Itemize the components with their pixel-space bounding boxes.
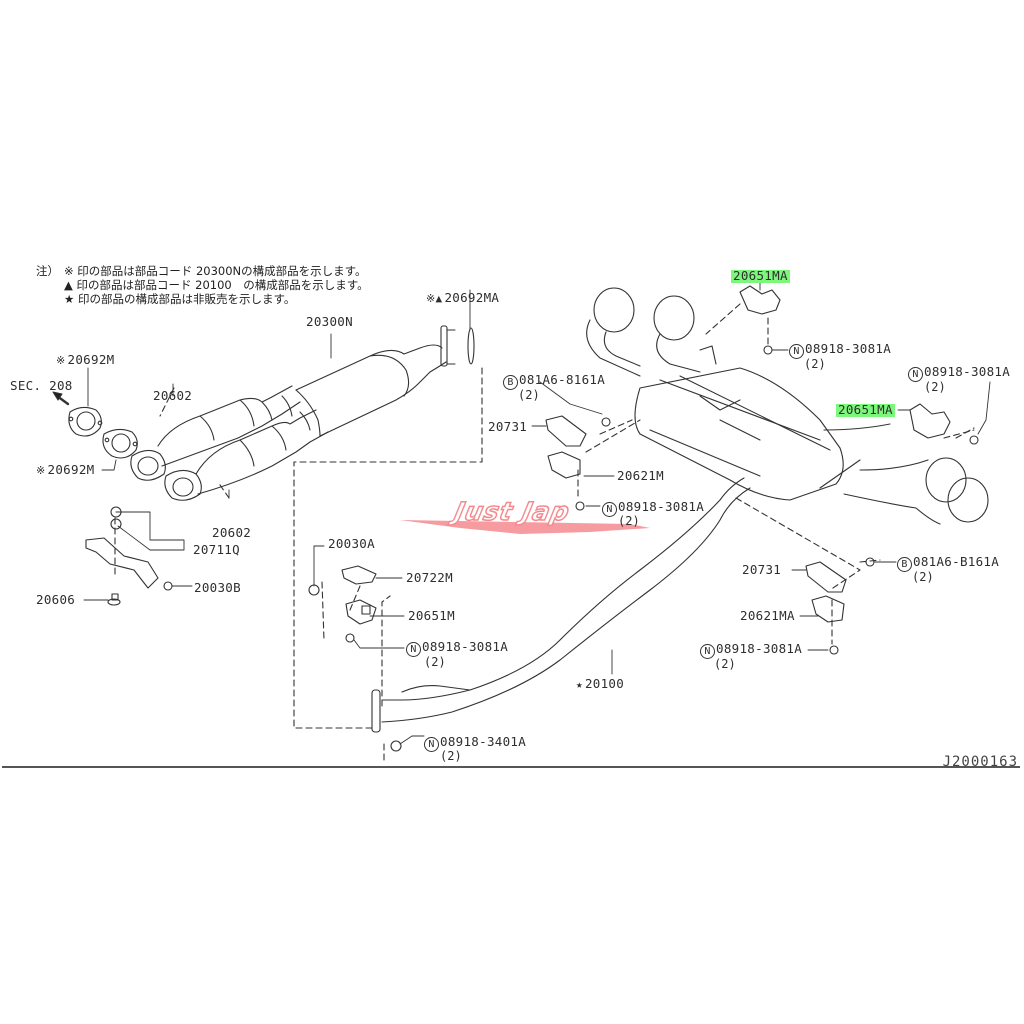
rear-tailpipes-left bbox=[586, 287, 717, 377]
callout-front-stud[interactable]: 20606 bbox=[36, 592, 76, 607]
note-symbol: ▲ bbox=[64, 278, 73, 292]
qty-nut-right-rear: (2) bbox=[714, 657, 736, 671]
section-arrow-icon bbox=[52, 391, 70, 406]
section-reference[interactable]: SEC. 208 bbox=[10, 378, 73, 393]
callout-bracket-right-rear[interactable]: 20731 bbox=[742, 562, 782, 577]
catalytic-converter-upper bbox=[157, 385, 301, 467]
catalytic-converter-lower bbox=[195, 409, 329, 495]
note-line-2: ▲ 印の部品は部品コード 20100 の構成部品を示します。 bbox=[64, 278, 369, 292]
callout-center-pipe[interactable]: 20300N bbox=[306, 314, 353, 329]
catalyst-flange-lower bbox=[164, 469, 202, 501]
note-line-3: ★ 印の部品の構成部品は非販売を示します。 bbox=[64, 292, 296, 306]
hanger-right bbox=[909, 403, 979, 445]
callout-nut-upper[interactable]: 20602 bbox=[153, 388, 193, 403]
note-symbol: ※ bbox=[64, 264, 74, 278]
qty-nut-left-rear: (2) bbox=[618, 514, 640, 528]
qty-nut-hanger-right: (2) bbox=[924, 380, 946, 394]
main-exhaust-pipe bbox=[371, 477, 751, 752]
hanger-top bbox=[739, 285, 781, 355]
front-bracket bbox=[85, 506, 173, 606]
qty-bolt-right-rear: (2) bbox=[912, 570, 934, 584]
callout-mount-mid[interactable]: 20651M bbox=[408, 608, 455, 623]
callout-hanger-right[interactable]: 20651MA bbox=[836, 402, 895, 417]
diagram-code: J2000163 bbox=[942, 754, 1018, 770]
center-resonator bbox=[261, 344, 447, 437]
qty-nut-mid: (2) bbox=[424, 655, 446, 669]
note-symbol: ★ bbox=[64, 292, 75, 306]
callout-hanger-top[interactable]: 20651MA bbox=[731, 268, 790, 283]
exhaust-gasket-second bbox=[102, 428, 138, 459]
callout-main-muffler[interactable]: ★20100 bbox=[576, 676, 625, 691]
callout-front-nut[interactable]: 20030B bbox=[194, 580, 241, 595]
notes-block: 注） bbox=[36, 264, 59, 278]
catalyst-flange-upper bbox=[130, 449, 166, 481]
callout-gasket-top-left[interactable]: ※20692M bbox=[56, 352, 115, 367]
center-pipe-flange bbox=[440, 325, 475, 367]
exhaust-gasket-upper bbox=[68, 406, 103, 437]
callout-bracket-left-rear[interactable]: 20731 bbox=[488, 419, 528, 434]
watermark-banner bbox=[400, 520, 650, 534]
callout-nut-lower[interactable]: 20602 bbox=[212, 525, 252, 540]
callout-gasket-bottom-left[interactable]: ※20692M bbox=[36, 462, 95, 477]
diagram-baseline bbox=[2, 766, 1020, 768]
callout-gasket-center[interactable]: ※▲20692MA bbox=[426, 290, 500, 305]
watermark-text: Just Jap bbox=[451, 496, 573, 527]
qty-nut-hanger-top: (2) bbox=[804, 357, 826, 371]
qty-bolt-left-rear: (2) bbox=[518, 388, 540, 402]
mid-mount-parts bbox=[308, 565, 377, 643]
qty-nut-flange: (2) bbox=[440, 749, 462, 763]
callout-front-bracket[interactable]: 20711Q bbox=[193, 542, 240, 557]
right-rear-bracket bbox=[805, 557, 875, 655]
left-rear-bracket bbox=[545, 415, 611, 511]
leader-lines bbox=[83, 281, 991, 745]
callout-mount-left-rear[interactable]: 20621M bbox=[617, 468, 664, 483]
callout-bracket-mid[interactable]: 20722M bbox=[406, 570, 453, 585]
rear-muffler-body bbox=[634, 367, 844, 501]
callout-mount-right-rear[interactable]: 20621MA bbox=[740, 608, 795, 623]
note-line-1: ※ 印の部品は部品コード 20300Nの構成部品を示します。 bbox=[64, 264, 367, 278]
callout-bolt-mid[interactable]: 20030A bbox=[328, 536, 375, 551]
notes-prefix: 注） bbox=[36, 264, 59, 278]
rear-tailpipes-right bbox=[819, 423, 989, 525]
